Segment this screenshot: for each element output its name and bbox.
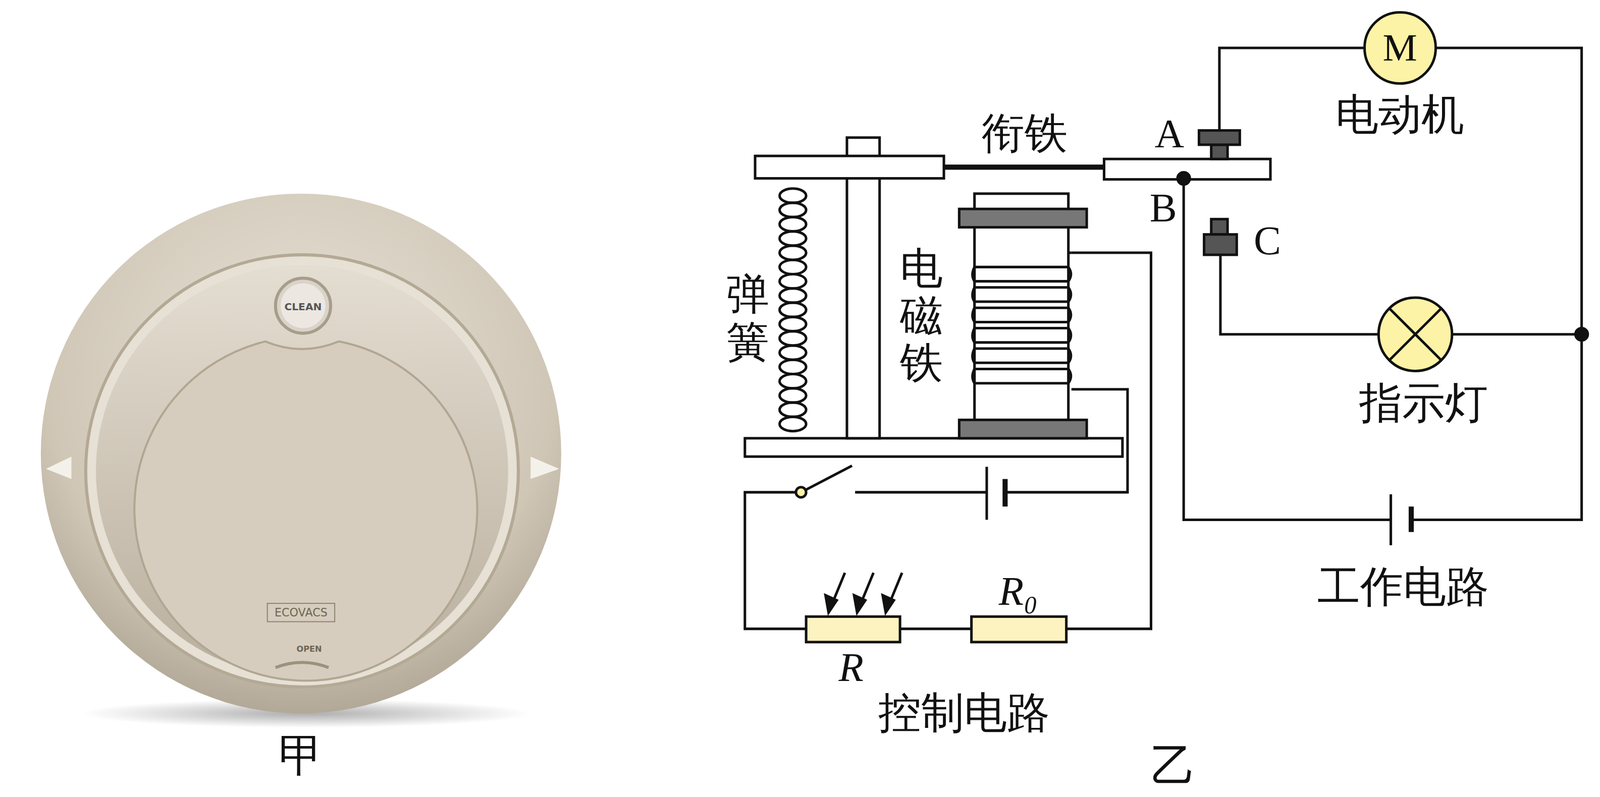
resistor-label: R (838, 645, 864, 691)
spring-turn (779, 259, 807, 275)
spring-turn (779, 217, 807, 232)
coil-turn (972, 328, 1072, 343)
spring-turn (779, 388, 807, 403)
arrow-head (882, 595, 894, 613)
spring-turn (779, 416, 807, 432)
spring-turn (779, 231, 807, 246)
spring-turn (779, 274, 807, 289)
spring-turn (779, 374, 807, 389)
spring-turn (779, 402, 807, 417)
robot-vacuum (40, 193, 562, 729)
spring-turn (779, 188, 807, 203)
coil-winding (972, 252, 1072, 384)
contact-label: C (1253, 218, 1282, 263)
figure-label: 甲 (278, 731, 324, 782)
circuit-label: 工作电路 (1317, 563, 1489, 611)
spring-turn (779, 245, 807, 260)
coil-turn (972, 287, 1072, 302)
circuit-label: 控制电路 (878, 690, 1050, 738)
spring-turn (779, 302, 807, 317)
relay-circuit (744, 47, 1588, 643)
resistor-label: R₀ (998, 568, 1039, 614)
coil-turn (972, 348, 1072, 363)
part-label: 电动机 (1335, 91, 1465, 139)
button-label: CLEAN (284, 301, 322, 313)
light-arrows (825, 572, 903, 613)
motor-letter: M (1382, 28, 1418, 68)
figure-label: 乙 (1150, 741, 1196, 792)
arrow-head (854, 595, 866, 613)
coil-turn (972, 267, 1072, 282)
arrow-head (825, 595, 837, 613)
spring-turn (779, 202, 807, 218)
spring-turn (779, 359, 807, 375)
coil-turn (972, 368, 1072, 384)
motor-symbol: M电动机 (1363, 11, 1437, 85)
spring-turn (779, 345, 807, 360)
spring-turn (779, 288, 807, 303)
contact-label: B (1149, 185, 1178, 231)
part-label: 指示灯 (1359, 380, 1488, 428)
coil-turn (972, 307, 1072, 323)
part-label: 电磁铁 (899, 245, 943, 387)
part-label: 衔铁 (981, 110, 1068, 157)
brand-label: ECOVACS (274, 606, 328, 619)
spring-turn (779, 331, 807, 346)
spring-coil (779, 188, 807, 432)
coil-lead (1068, 251, 1072, 255)
part-label: 弹簧 (726, 271, 770, 366)
spring-turn (779, 316, 807, 332)
open-label: OPEN (296, 645, 322, 655)
contact-label: A (1154, 111, 1185, 156)
